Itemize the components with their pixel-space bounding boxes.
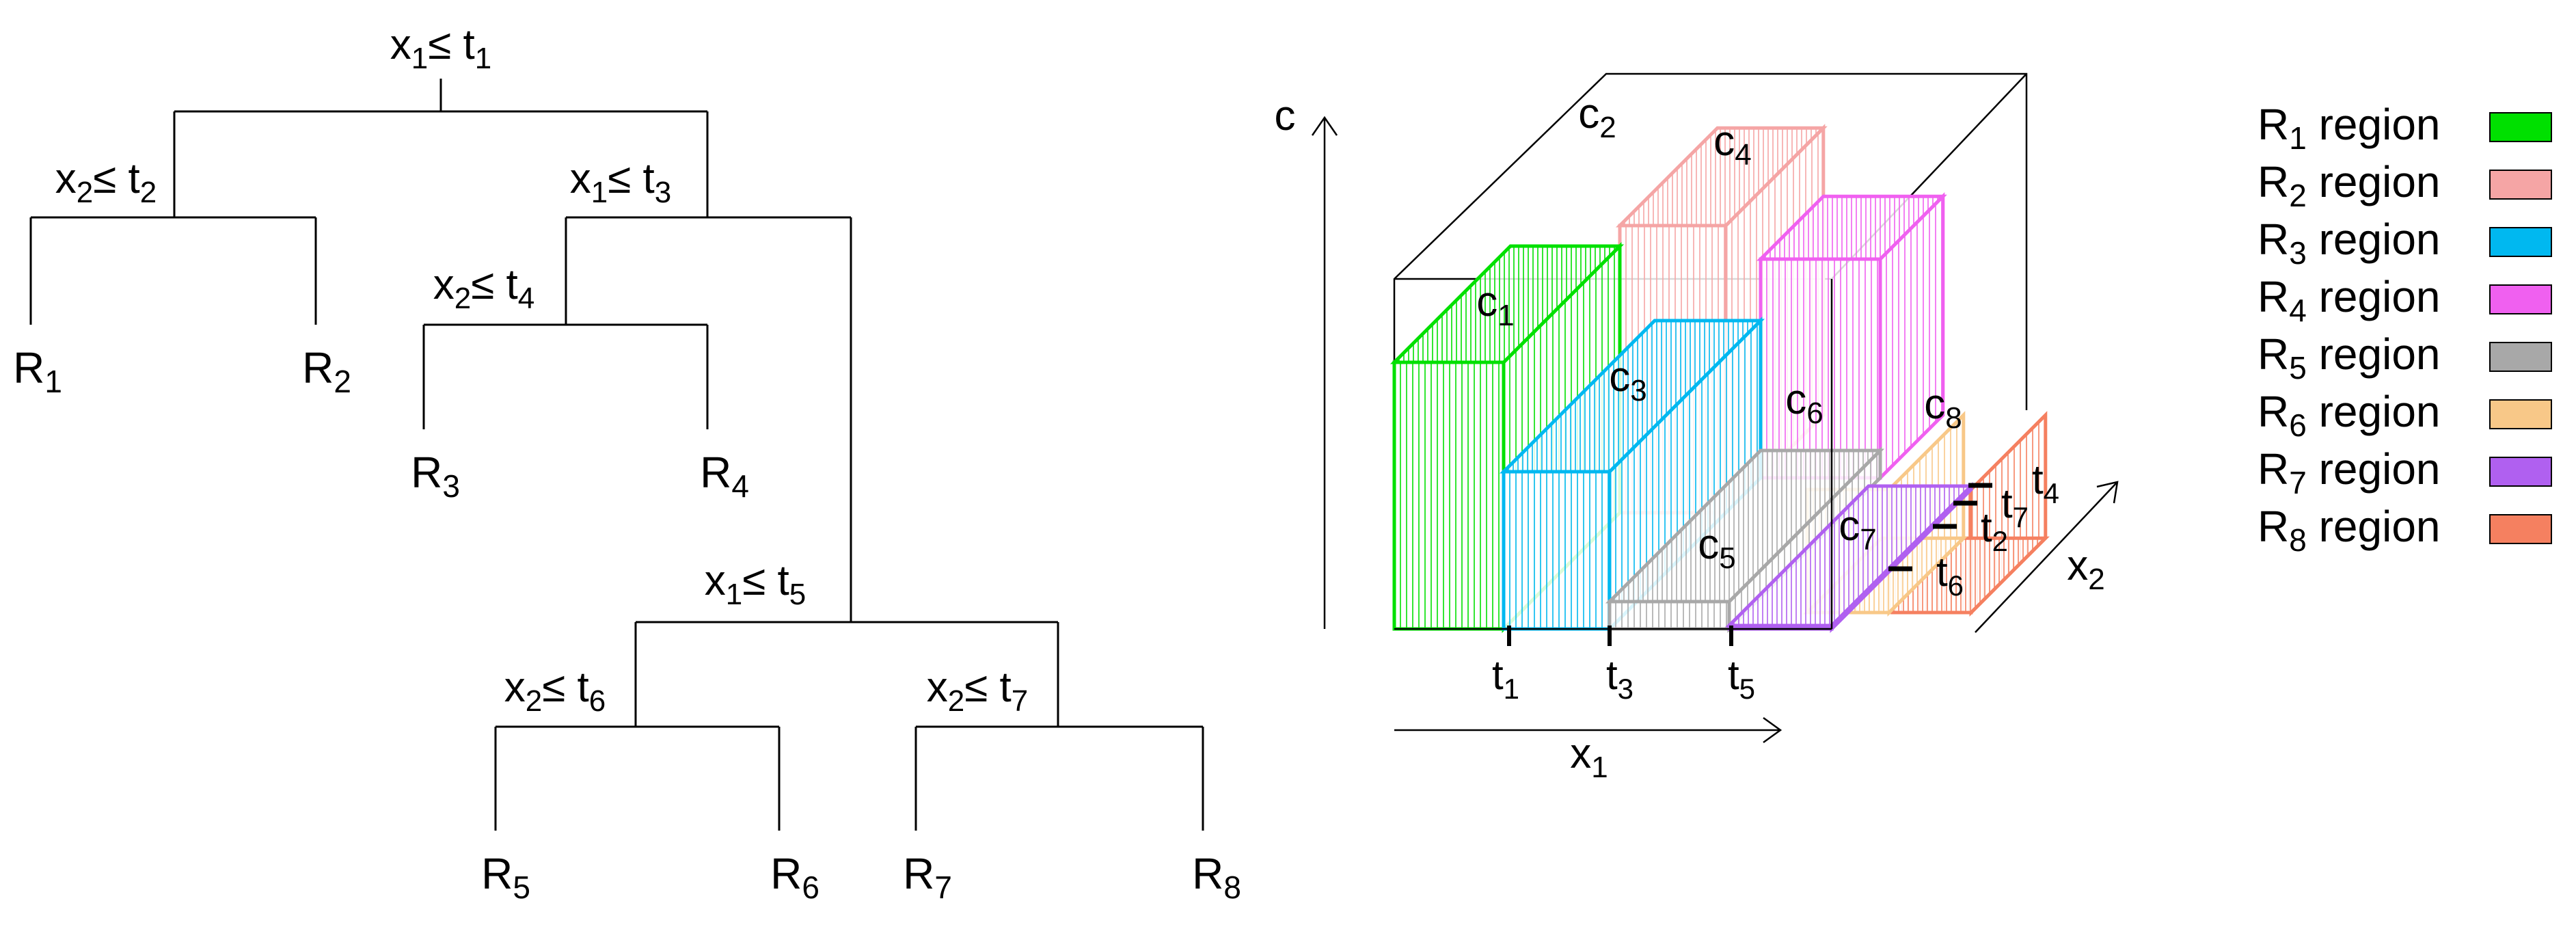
legend-swatch-r5: [2489, 342, 2552, 372]
tree-edge: [914, 725, 1204, 831]
tree-split-labels: x1≤ t1 x2≤ t2 x1≤ t3 x2≤ t4 x1≤ t5 x2≤ t…: [55, 21, 1028, 718]
legend-swatch-r2: [2489, 170, 2552, 200]
legend-label-r5: R5 region: [2258, 330, 2441, 386]
c-axis-label: c: [1275, 92, 1296, 139]
split-label-s2: x2≤ t2: [55, 155, 157, 209]
tree-edge: [565, 216, 852, 622]
value-label-c5: c5: [1698, 521, 1735, 575]
tick-label-t3: t3: [1606, 652, 1633, 705]
leaf-label-r7: R7: [903, 849, 952, 905]
legend-swatch-r6: [2489, 399, 2552, 429]
leaf-label-r8: R8: [1192, 849, 1241, 905]
x1-axis-label: x1: [1570, 730, 1608, 784]
leaf-label-r1: R1: [13, 343, 62, 399]
tree-edge: [494, 725, 781, 831]
legend-swatch-r7: [2489, 457, 2552, 487]
leaf-label-r2: R2: [302, 343, 351, 399]
tree-edge: [29, 216, 317, 325]
leaf-label-r3: R3: [411, 448, 460, 504]
c-axis: c: [1275, 92, 1338, 629]
leaf-label-r5: R5: [481, 849, 530, 905]
x2-axis-label: x2: [2067, 542, 2104, 596]
tick-label-t6: t6: [1936, 549, 1964, 602]
x1-ticks: t1 t3 t5: [1492, 626, 1755, 705]
value-label-c6: c6: [1785, 376, 1823, 430]
legend-label-r4: R4 region: [2258, 272, 2441, 328]
tick-label-t1: t1: [1492, 652, 1519, 705]
bounding-box-front: [1394, 279, 1833, 630]
legend: R1 region R2 region R3 region R4 region …: [2258, 100, 2552, 558]
legend-swatch-r4: [2489, 284, 2552, 314]
leaf-label-r4: R4: [700, 448, 749, 504]
tree-edge: [634, 621, 1059, 727]
x1-axis: x1: [1394, 716, 1782, 784]
value-label-c4: c4: [1713, 118, 1751, 172]
value-label-c1: c1: [1476, 278, 1514, 332]
legend-swatch-r8: [2489, 514, 2552, 544]
bar-r4: [1756, 192, 1947, 483]
bar-r5: [1605, 446, 1885, 634]
x2-axis: x2: [1975, 481, 2119, 633]
value-label-c2: c2: [1578, 90, 1616, 144]
split-label-s5: x1≤ t5: [705, 557, 806, 611]
region-value-labels: c1 c2 c3 c4 c5 c6 c7 c8: [1476, 90, 1962, 575]
split-label-s3: x1≤ t3: [570, 155, 671, 209]
x2-ticks: t4 t7 t2 t6: [1888, 457, 2059, 602]
value-label-c3: c3: [1609, 353, 1646, 407]
tick-label-t4: t4: [2032, 457, 2059, 509]
split-label-s6: x2≤ t6: [504, 664, 606, 718]
legend-label-r8: R8 region: [2258, 502, 2441, 558]
tree-leaf-labels: R1 R2 R3 R4 R5 R6 R7 R8: [13, 343, 1241, 905]
tree-edge: [422, 323, 709, 429]
tick-label-t7: t7: [2001, 481, 2029, 533]
tree-edge: [173, 79, 709, 217]
tick-label-t5: t5: [1728, 652, 1755, 705]
legend-swatch-r1: [2489, 112, 2552, 142]
split-label-s1: x1≤ t1: [390, 21, 491, 75]
tree-edges: [29, 79, 1204, 831]
legend-label-r1: R1 region: [2258, 100, 2441, 156]
legend-label-r2: R2 region: [2258, 157, 2441, 213]
region-bars: [1389, 124, 2050, 634]
legend-swatch-r3: [2489, 227, 2552, 257]
legend-label-r3: R3 region: [2258, 215, 2441, 271]
decision-tree: x1≤ t1 x2≤ t2 x1≤ t3 x2≤ t4 x1≤ t5 x2≤ t…: [13, 21, 1241, 905]
region-3d-plot: c x1 x2 t1 t3 t5: [1275, 72, 2119, 784]
leaf-label-r6: R6: [770, 849, 819, 905]
value-label-c7: c7: [1839, 502, 1876, 556]
value-label-c8: c8: [1924, 381, 1962, 435]
tick-label-t2: t2: [1981, 505, 2008, 557]
legend-label-r7: R7 region: [2258, 444, 2441, 500]
legend-label-r6: R6 region: [2258, 387, 2441, 443]
split-label-s7: x2≤ t7: [927, 664, 1028, 718]
split-label-s4: x2≤ t4: [433, 261, 534, 315]
